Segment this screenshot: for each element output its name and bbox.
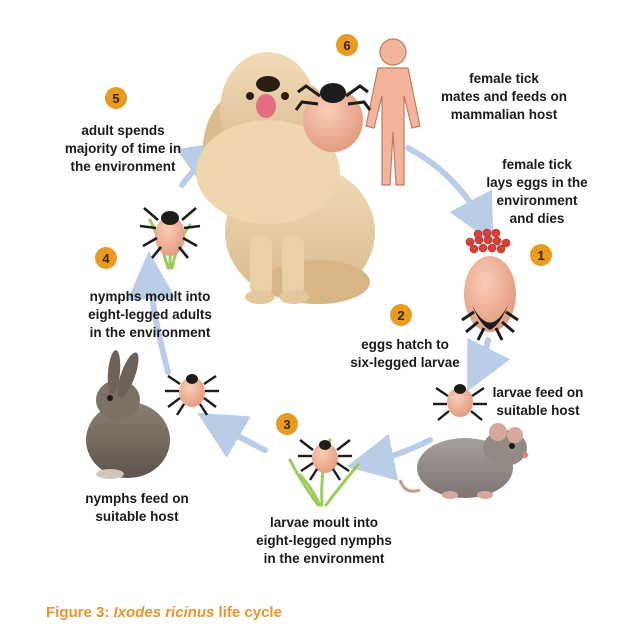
nymphs-feed-label: nymphs feed on suitable host — [85, 491, 189, 524]
cycle-arrows — [127, 141, 511, 481]
caption-prefix: Figure 3: — [46, 604, 114, 621]
step-badge-3: 3 — [276, 413, 298, 435]
arrow-3-to-4 — [197, 412, 268, 458]
egg-cluster-icon — [465, 228, 511, 254]
caption-suffix: life cycle — [214, 604, 282, 621]
larva-tick-icon — [433, 384, 487, 421]
egg-laying-tick-icon — [461, 256, 519, 341]
dog-image — [196, 52, 375, 304]
step-6-label: female tick mates and feeds on mammalian… — [440, 71, 568, 122]
step-badge-5: 5 — [105, 87, 127, 109]
step-badge-6: 6 — [336, 34, 358, 56]
adult-tick-icon — [139, 207, 201, 259]
step-badge-1: 1 — [530, 244, 552, 266]
larvae-feed-label: larvae feed on suitable host — [492, 385, 584, 418]
step-2-label: eggs hatch to six-legged larvae — [350, 337, 460, 370]
engorged-tick-icon — [294, 83, 372, 152]
rat-image — [398, 423, 528, 499]
svg-text:4: 4 — [102, 251, 110, 266]
figure-caption: Figure 3: Ixodes ricinus life cycle — [46, 604, 282, 621]
arrow-6-to-1 — [405, 145, 494, 244]
caption-species: Ixodes ricinus — [113, 604, 215, 621]
human-silhouette-icon — [365, 38, 421, 186]
step-5-label: adult spends majority of time in the env… — [64, 123, 182, 174]
nymph-tick-icon — [298, 439, 352, 481]
step-4-label: nymphs moult into eight-legged adults in… — [88, 289, 212, 340]
arrow-1-to-2 — [467, 337, 511, 392]
arrow-2-to-3 — [346, 433, 433, 481]
step-3-label: larvae moult into eight-legged nymphs in… — [256, 515, 392, 566]
nymph-tick-feeding-icon — [165, 374, 219, 416]
arrow-4-to-5-lower — [127, 251, 176, 375]
step-badges: 6 5 1 4 2 3 — [95, 34, 552, 435]
step-badge-2: 2 — [390, 304, 412, 326]
svg-text:5: 5 — [112, 91, 119, 106]
svg-text:2: 2 — [397, 308, 404, 323]
step-1-label: female tick lays eggs in the environment… — [486, 157, 588, 226]
step-badge-4: 4 — [95, 247, 117, 269]
svg-text:1: 1 — [537, 248, 544, 263]
svg-text:3: 3 — [283, 417, 290, 432]
svg-text:6: 6 — [343, 38, 350, 53]
rabbit-image — [86, 350, 170, 479]
